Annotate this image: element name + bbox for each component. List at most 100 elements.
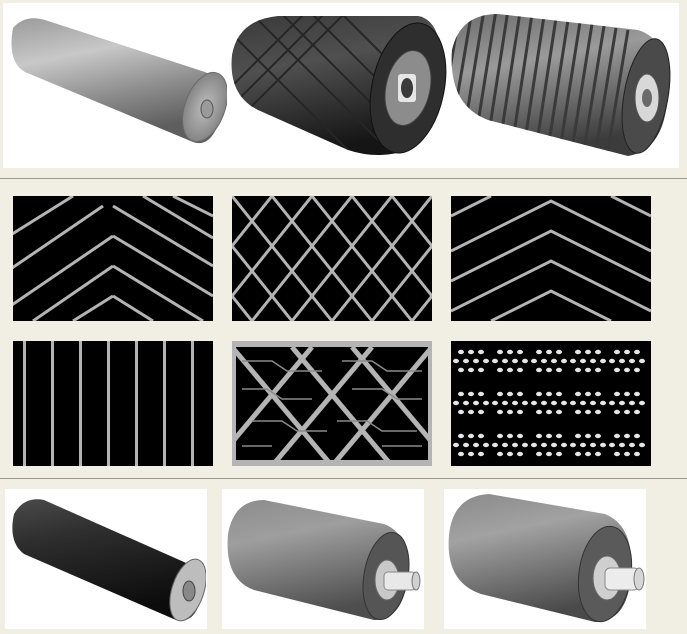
ceramic-dimple [483, 358, 489, 364]
ceramic-dimple [497, 367, 503, 373]
ceramic-dimple [580, 400, 586, 406]
ceramic-dimple [575, 391, 581, 397]
ceramic-dimple [522, 358, 528, 364]
grey-pulley-with-shaft-image [224, 494, 422, 626]
ceramic-dimple [619, 358, 625, 364]
ceramic-dimple [531, 442, 537, 448]
ceramic-dimple [551, 442, 557, 448]
ceramic-dimple [492, 400, 498, 406]
ceramic-dimple [634, 433, 640, 439]
ceramic-dimple [536, 433, 542, 439]
ceramic-dimple [614, 391, 620, 397]
ceramic-dimple [570, 442, 576, 448]
ceramic-dimple [531, 358, 537, 364]
ceramic-dimple [458, 391, 464, 397]
ceramic-dimple [570, 358, 576, 364]
ceramic-dimple [517, 451, 523, 457]
ceramic-dimple [522, 442, 528, 448]
ceramic-dimple [453, 442, 459, 448]
ceramic-dimple [585, 451, 591, 457]
ceramic-dimple [478, 409, 484, 415]
ceramic-dimple [512, 400, 518, 406]
ceramic-dimple [575, 409, 581, 415]
ceramic-dimple [502, 442, 508, 448]
ceramic-dimple [473, 442, 479, 448]
ceramic-dimple [561, 358, 567, 364]
ceramic-dimple [629, 442, 635, 448]
ceramic-dimple [634, 451, 640, 457]
ceramic-dimple [634, 391, 640, 397]
herringbone-lagged-pulley-image [228, 10, 450, 160]
ceramic-dimple [478, 433, 484, 439]
ceramic-dimple [458, 433, 464, 439]
ceramic-dimple [468, 391, 474, 397]
ceramic-dimple [507, 433, 513, 439]
ceramic-dimple [639, 358, 645, 364]
ceramic-dimple [536, 391, 542, 397]
ceramic-dimple [585, 409, 591, 415]
ceramic-dimple [614, 367, 620, 373]
ceramic-dimple [595, 349, 601, 355]
ceramic-dimple [507, 349, 513, 355]
ceramic-dimple [483, 442, 489, 448]
pattern-vertical-groove [13, 341, 213, 466]
ceramic-dimple [497, 349, 503, 355]
ceramic-dimple [517, 367, 523, 373]
ceramic-dimple [468, 451, 474, 457]
ceramic-dimple [541, 442, 547, 448]
ceramic-dimple [497, 433, 503, 439]
ceramic-dimple [522, 400, 528, 406]
ceramic-dimple [595, 451, 601, 457]
ceramic-dimple [546, 433, 552, 439]
ceramic-dimple [575, 349, 581, 355]
ceramic-dimple [629, 400, 635, 406]
ceramic-dimple [600, 400, 606, 406]
ceramic-dimple [497, 451, 503, 457]
ceramic-dimple [551, 400, 557, 406]
pattern-herringbone [13, 196, 213, 321]
ceramic-dimple [580, 358, 586, 364]
ceramic-dimple [517, 409, 523, 415]
ceramic-dimple [536, 349, 542, 355]
ceramic-dimple [497, 391, 503, 397]
ceramic-dimple [512, 442, 518, 448]
ceramic-dimple [634, 349, 640, 355]
ceramic-dimple [492, 442, 498, 448]
ceramic-dimple [531, 400, 537, 406]
ceramic-dimple [546, 349, 552, 355]
ceramic-dimple [497, 409, 503, 415]
ceramic-dimple [624, 409, 630, 415]
ceramic-dimple [634, 367, 640, 373]
ceramic-dimple [463, 400, 469, 406]
ceramic-dimple [453, 358, 459, 364]
ceramic-dimple [551, 358, 557, 364]
ceramic-dimple [561, 442, 567, 448]
ceramic-dimple [541, 400, 547, 406]
ceramic-dimple [478, 349, 484, 355]
ceramic-dimple [595, 367, 601, 373]
ceramic-dimple [458, 409, 464, 415]
ceramic-dimple [624, 451, 630, 457]
ceramic-dimple [595, 433, 601, 439]
grey-pulley-with-shaft-large-image [445, 490, 645, 628]
ceramic-dimple [561, 400, 567, 406]
ceramic-dimple [629, 358, 635, 364]
ceramic-dimple [614, 451, 620, 457]
ceramic-dimple [473, 358, 479, 364]
ceramic-dimple [556, 433, 562, 439]
ceramic-dimple [639, 400, 645, 406]
ceramic-dimple [570, 400, 576, 406]
ceramic-dimple [541, 358, 547, 364]
ceramic-dimple [624, 367, 630, 373]
ceramic-dimple [473, 400, 479, 406]
ceramic-dimple [609, 400, 615, 406]
ceramic-dimple [556, 451, 562, 457]
ceramic-dimple [507, 409, 513, 415]
circumferential-grooved-pulley-image [448, 10, 676, 162]
ceramic-dimple [546, 409, 552, 415]
ceramic-dimple [624, 391, 630, 397]
ceramic-dimple [585, 391, 591, 397]
ceramic-dimple [600, 442, 606, 448]
ceramic-dimple [517, 433, 523, 439]
ceramic-dimple [614, 349, 620, 355]
